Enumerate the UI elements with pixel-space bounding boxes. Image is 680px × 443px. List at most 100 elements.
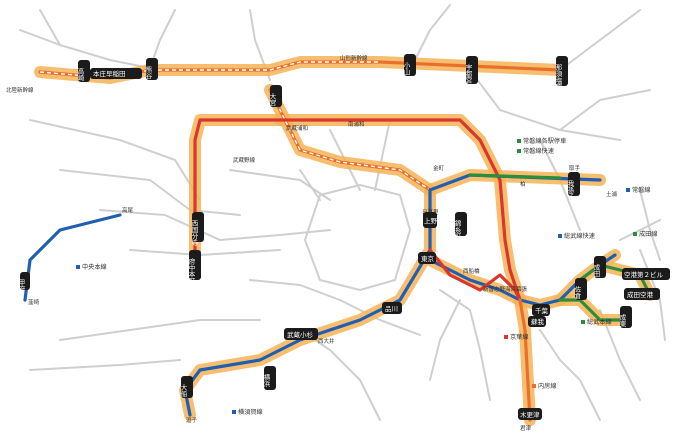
legend-swatch-joban <box>626 188 630 192</box>
legend-sobu-rapid: 総武線快速 <box>564 232 595 240</box>
sobu-main-line <box>558 298 627 322</box>
svg-text:我孫子: 我孫子 <box>566 179 574 200</box>
narita-line <box>578 263 652 297</box>
legend: 常磐線各駅停車 常磐線快速 常磐線 総武線快速 成田線 総武本線 中央本線 京葉… <box>6 54 658 416</box>
svg-text:武蔵小杉: 武蔵小杉 <box>287 330 314 339</box>
station-shin-narashino: 新習志野 <box>483 285 506 293</box>
station-kaihimmakuhari: 海浜幕張 <box>505 285 528 293</box>
legend-uchibo: 内房線 <box>538 382 557 390</box>
station-nishi-kokubunji[interactable]: 西国分寺 <box>190 212 204 246</box>
station-kumagaya[interactable]: 熊谷 <box>144 58 158 80</box>
station-sakura[interactable]: 佐倉 <box>573 278 587 300</box>
station-soga[interactable]: 蘇我 <box>528 316 546 327</box>
svg-text:府中本町: 府中本町 <box>187 257 195 285</box>
station-ofuna[interactable]: 大船 <box>179 376 193 398</box>
svg-text:成東: 成東 <box>618 313 626 329</box>
svg-text:錦糸町: 錦糸町 <box>453 219 461 240</box>
svg-text:甲府: 甲府 <box>17 279 25 294</box>
svg-text:蘇我: 蘇我 <box>531 317 545 326</box>
svg-text:熊谷: 熊谷 <box>144 65 152 81</box>
svg-text:宇都宮: 宇都宮 <box>464 63 472 85</box>
label-hokuriku-shinkansen: 北陸新幹線 <box>6 86 34 94</box>
legend-joban-rapid: 常磐線快速 <box>523 147 554 155</box>
legend-swatch-joban-rapid <box>517 149 521 153</box>
station-takasaki[interactable]: 高崎 <box>76 60 90 82</box>
station-omiya[interactable]: 大宮 <box>268 85 282 107</box>
chuo-main-line <box>23 213 122 302</box>
station-honjo-waseda[interactable]: 本庄早稲田 <box>90 68 142 79</box>
station-kisarazu[interactable]: 木更津 <box>518 408 542 420</box>
station-kinshicho[interactable]: 錦糸町 <box>453 212 467 240</box>
legend-joban: 常磐線 <box>632 186 651 194</box>
station-airport-t2[interactable]: 空港第２ビル <box>622 268 670 280</box>
legend-sobu-main: 総武本線 <box>587 318 612 326</box>
uchibo-line <box>518 298 532 422</box>
station-nishi-oi: 西大井 <box>318 337 335 345</box>
station-oyama[interactable]: 小山 <box>402 54 416 76</box>
svg-text:大宮: 大宮 <box>268 92 276 108</box>
station-tsuchiura: 土浦 <box>606 190 618 198</box>
legend-yokosuka: 横須賀線 <box>238 408 263 416</box>
station-nirasaki: 韮崎 <box>28 298 40 306</box>
svg-text:佐倉: 佐倉 <box>573 285 581 301</box>
station-toride: 取手 <box>569 164 581 172</box>
station-kimitsu: 君津 <box>520 425 532 432</box>
legend-narita: 成田線 <box>639 230 658 238</box>
station-chiba[interactable]: 千葉 <box>532 304 550 316</box>
legend-swatch-joban-local <box>517 139 521 143</box>
station-musashi-kosugi[interactable]: 武蔵小杉 <box>284 328 318 340</box>
legend-swatch-sobu-main <box>581 320 585 324</box>
background-network <box>19 4 666 421</box>
station-kanamachi: 金町 <box>433 164 445 172</box>
station-kashiwa: 柏 <box>520 180 526 188</box>
svg-text:高崎: 高崎 <box>76 67 84 82</box>
svg-text:成田: 成田 <box>592 263 600 279</box>
station-narita-airport[interactable]: 成田空港 <box>624 288 660 300</box>
station-utsunomiya[interactable]: 宇都宮 <box>464 56 478 85</box>
omiya-nippori-line <box>268 88 432 192</box>
station-minami-urawa: 南浦和 <box>348 120 365 128</box>
musashino-line <box>193 118 282 272</box>
station-nasushiobara[interactable]: 那須塩原 <box>554 56 568 90</box>
svg-text:大船: 大船 <box>179 383 187 399</box>
station-zushi: 逗子 <box>186 416 198 424</box>
station-nishi-funabashi: 西船橋 <box>463 267 480 275</box>
station-ueno[interactable]: 上野 <box>423 212 438 228</box>
label-yamagata-shinkansen: 山形新幹線 <box>340 54 368 62</box>
svg-text:成田空港: 成田空港 <box>627 290 654 299</box>
station-takao: 高尾 <box>122 206 134 214</box>
legend-swatch-narita <box>633 232 637 236</box>
station-musashi-urawa: 武蔵浦和 <box>286 124 308 132</box>
svg-text:空港第２ビル: 空港第２ビル <box>624 270 664 279</box>
legend-swatch-sobu-rapid <box>558 234 562 238</box>
station-tokyo[interactable]: 東京 <box>418 252 436 264</box>
svg-text:西国分寺: 西国分寺 <box>190 220 198 247</box>
svg-text:横浜: 横浜 <box>262 373 270 389</box>
legend-swatch-chuo-main <box>76 265 80 269</box>
station-naruto[interactable]: 成東 <box>618 306 632 328</box>
svg-text:木更津: 木更津 <box>520 410 540 419</box>
legend-swatch-yokosuka <box>232 410 236 414</box>
legend-swatch-uchibo <box>532 384 536 388</box>
station-abiko[interactable]: 我孫子 <box>566 172 580 200</box>
station-yokohama[interactable]: 横浜 <box>262 366 276 390</box>
station-narita[interactable]: 成田 <box>592 256 606 278</box>
keiyo-line <box>428 248 522 302</box>
station-shinagawa[interactable]: 品川 <box>382 302 402 314</box>
label-musashino-line: 武蔵野線 <box>233 156 256 164</box>
svg-text:品川: 品川 <box>385 305 398 313</box>
svg-text:那須塩原: 那須塩原 <box>554 64 562 91</box>
svg-text:東京: 東京 <box>421 254 435 263</box>
svg-text:上野: 上野 <box>424 216 438 225</box>
legend-swatch-keiyo <box>504 335 508 339</box>
musashino-east-line <box>278 118 522 302</box>
joban-rapid-segment <box>468 173 562 180</box>
legend-keiyo: 京葉線 <box>510 333 529 341</box>
svg-text:小山: 小山 <box>402 61 410 77</box>
legend-joban-local: 常磐線各駅停車 <box>523 137 566 145</box>
legend-chuo-main: 中央本線 <box>82 263 107 271</box>
station-fuchu-honmachi[interactable]: 府中本町 <box>187 250 201 284</box>
station-kofu[interactable]: 甲府 <box>17 272 30 293</box>
svg-text:本庄早稲田: 本庄早稲田 <box>93 69 126 78</box>
